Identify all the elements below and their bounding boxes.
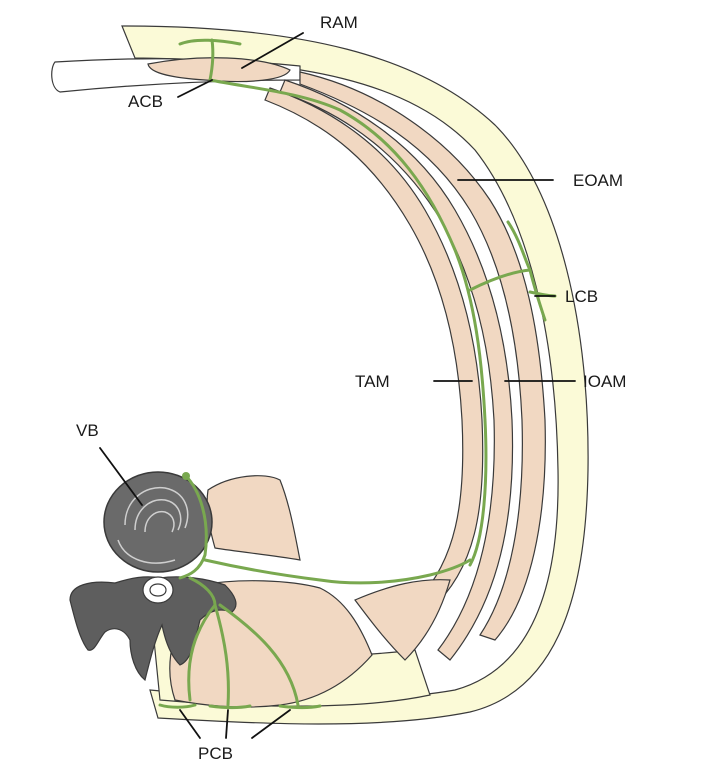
vertebral-body	[103, 471, 213, 573]
ram-leader	[241, 32, 304, 69]
psoas-muscle	[206, 475, 301, 561]
pcb-leader-3	[251, 709, 291, 739]
external-oblique-muscle	[299, 71, 546, 641]
acb-leader	[177, 79, 213, 98]
label-eoam: EOAM	[573, 171, 623, 190]
label-pcb: PCB	[198, 744, 233, 763]
subcutaneous-layer	[121, 25, 589, 725]
pcb-leader-2	[225, 709, 229, 739]
pcb-leader-1	[179, 709, 201, 739]
posterior-cutaneous-nerve	[187, 603, 217, 702]
anterior-cutaneous-nerve	[178, 38, 242, 46]
nerve-branches	[158, 38, 557, 709]
lateral-cutaneous-nerve	[468, 268, 532, 292]
quadratus-muscle	[354, 579, 451, 661]
label-vb: VB	[76, 421, 99, 440]
spinal-canal	[142, 576, 174, 604]
label-acb: ACB	[128, 92, 163, 111]
vb-leader	[99, 447, 143, 506]
label-tam: TAM	[355, 372, 390, 391]
label-ram: RAM	[320, 13, 358, 32]
label-ioam: IOAM	[583, 372, 626, 391]
label-lcb: LCB	[565, 287, 598, 306]
